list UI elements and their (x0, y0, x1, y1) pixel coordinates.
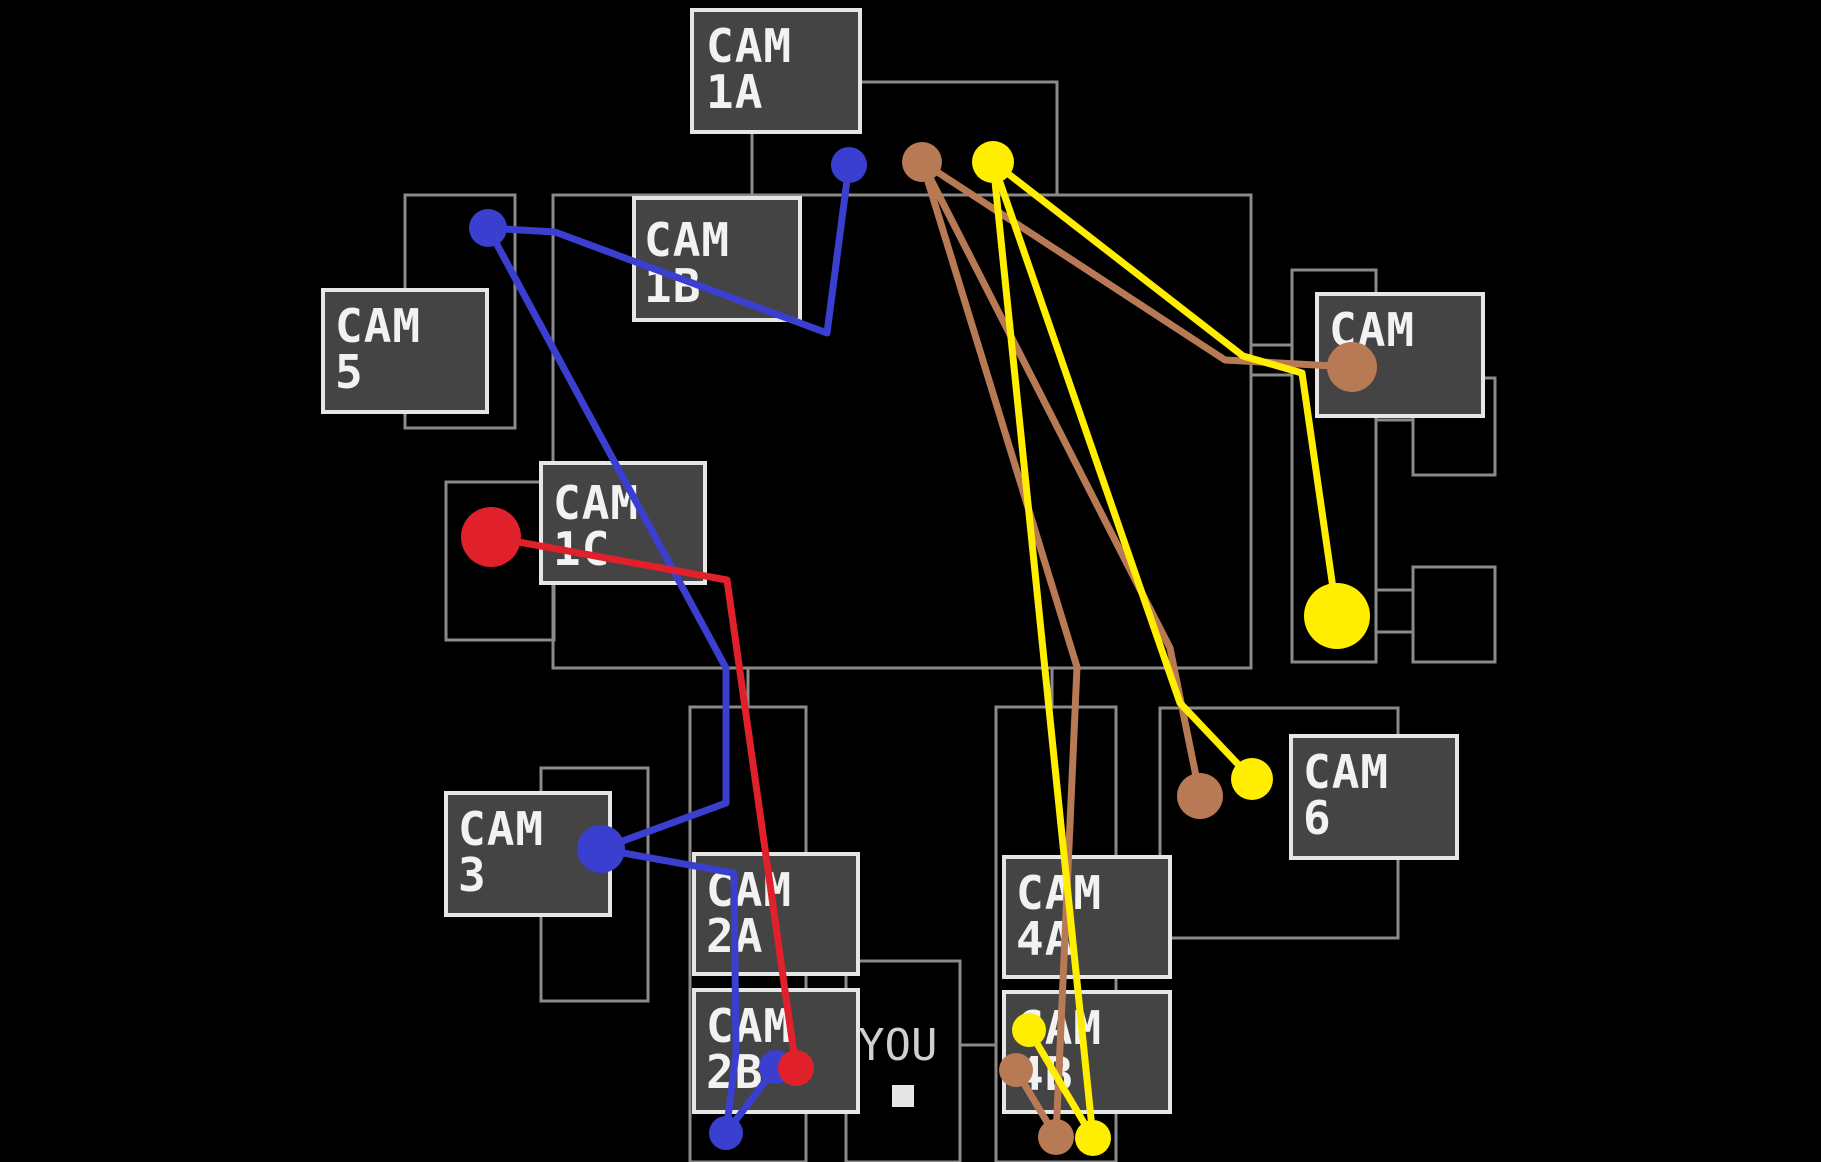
cam-5-box[interactable] (321, 288, 489, 414)
cam-1b[interactable]: CAM 1B (632, 196, 802, 322)
cam-6-box[interactable] (1289, 734, 1459, 860)
chica-position-dot-4 (1075, 1120, 1111, 1156)
room-restroom-lower (1411, 565, 1497, 664)
chica-path (972, 141, 1370, 1156)
room-kitchen-area (1290, 268, 1378, 664)
freddy-position-dot-2 (1327, 342, 1377, 392)
you-marker (892, 1085, 914, 1107)
you-label: YOU (858, 1020, 937, 1071)
freddy-position-dot-4 (1038, 1119, 1074, 1155)
room-dining-area (551, 193, 1253, 670)
cam-1a-line1: CAM (706, 19, 792, 73)
bonnie-position-dot-1 (831, 147, 867, 183)
cam-3-line1: CAM (458, 802, 544, 856)
chica-position-dot-5 (1012, 1013, 1046, 1047)
cam-6-line2: 6 (1303, 791, 1332, 845)
cam-4a-line1: CAM (1016, 866, 1102, 920)
cam-5-line2: 5 (335, 345, 364, 399)
connector-stage-dining (860, 80, 1059, 195)
cam-4a-box[interactable] (1002, 855, 1172, 979)
cam-1a-line2: 1A (706, 65, 763, 119)
cam-1b-box[interactable] (632, 196, 802, 322)
cam-2b-line1: CAM (706, 999, 792, 1053)
cam-2b[interactable]: CAM 2B (692, 988, 860, 1114)
foxy-route-line-1 (487, 533, 800, 1072)
cam-1a-box[interactable] (690, 8, 862, 134)
chica-position-dot-1 (972, 141, 1014, 183)
bonnie-position-dot-3 (577, 825, 625, 873)
bonnie-position-dot-4 (709, 1116, 743, 1150)
freddy-route-line-1 (918, 158, 1356, 371)
bonnie-route-line-1 (484, 161, 853, 1137)
freddy-position-dot-3 (1177, 773, 1223, 819)
foxy-position-dot-2 (778, 1050, 814, 1086)
office-you: YOU (858, 1020, 937, 1107)
cam-1a[interactable]: CAM 1A (690, 8, 862, 134)
cam-6-line1: CAM (1303, 745, 1389, 799)
chica-position-dot-3 (1231, 758, 1273, 800)
cam-4a[interactable]: CAM 4A (1002, 855, 1172, 979)
foxy-path (461, 507, 814, 1086)
freddy-route-line-3 (918, 158, 1204, 800)
freddy-position-dot-5 (999, 1053, 1033, 1087)
bonnie-path (469, 147, 867, 1150)
freddy-position-dot-1 (902, 142, 942, 182)
bonnie-position-dot-2 (469, 209, 507, 247)
cam-2b-box[interactable] (692, 988, 860, 1114)
cam-1b-line1: CAM (644, 213, 730, 267)
cam-5[interactable]: CAM 5 (321, 288, 489, 414)
cam-5-line1: CAM (335, 299, 421, 353)
cam-3-line2: 3 (458, 848, 487, 902)
foxy-position-dot-1 (461, 507, 521, 567)
chica-route-line-2 (989, 158, 1256, 783)
chica-route-line-1 (989, 158, 1341, 620)
freddy-path (902, 142, 1377, 1155)
cam-6[interactable]: CAM 6 (1289, 734, 1459, 860)
chica-position-dot-2 (1304, 583, 1370, 649)
animatronic-paths (461, 141, 1377, 1156)
